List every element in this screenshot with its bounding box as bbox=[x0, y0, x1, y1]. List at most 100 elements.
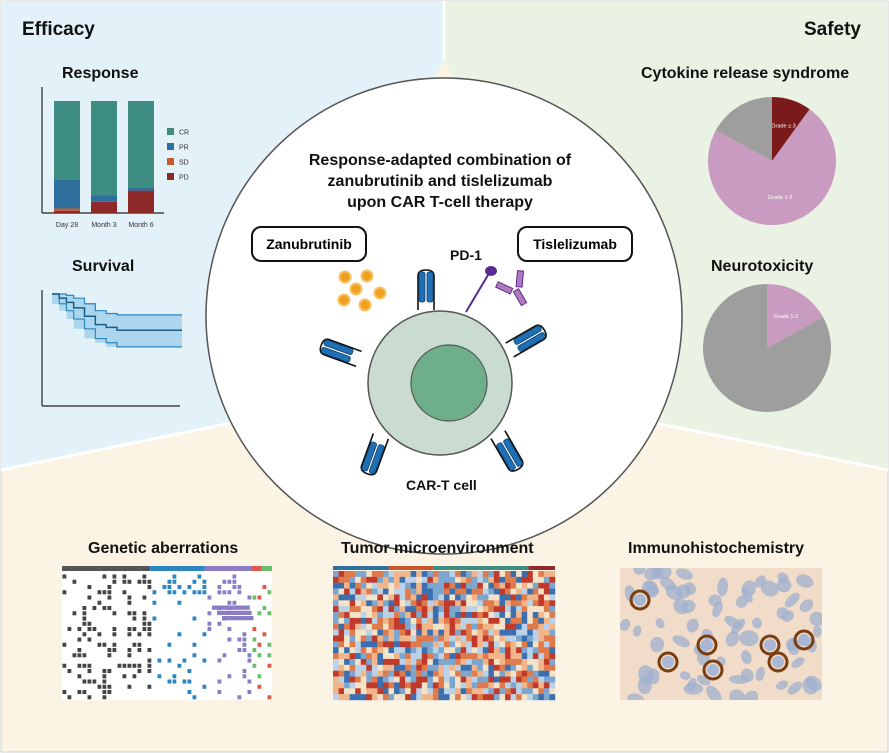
heatmap-cell bbox=[466, 682, 472, 689]
heatmap-cell bbox=[516, 617, 522, 624]
heatmap-cell bbox=[455, 658, 461, 666]
heatmap-cell bbox=[477, 653, 484, 660]
heatmap-cell bbox=[371, 664, 378, 671]
heatmap-cell bbox=[493, 694, 500, 701]
heatmap-cell bbox=[405, 664, 411, 671]
nucleus bbox=[796, 574, 814, 588]
heatmap-cell bbox=[427, 658, 434, 666]
heatmap-cell bbox=[499, 594, 506, 601]
center-title: Response-adapted combination of zanubrut… bbox=[275, 150, 605, 213]
heatmap-cell bbox=[399, 576, 406, 583]
heatmap-cell bbox=[444, 647, 450, 654]
heatmap-cell bbox=[355, 623, 361, 630]
heatmap-cell bbox=[333, 588, 339, 595]
heatmap-cell bbox=[410, 653, 417, 660]
nucleus bbox=[813, 625, 822, 638]
heatmap-cell bbox=[455, 629, 461, 636]
heatmap-cell bbox=[333, 612, 339, 619]
heatmap-cell bbox=[532, 594, 539, 601]
heatmap-cell bbox=[388, 647, 395, 654]
heatmap-cell bbox=[505, 694, 511, 701]
heatmap-cell bbox=[549, 688, 556, 695]
heatmap-cell bbox=[460, 606, 467, 613]
mutation-cell bbox=[202, 585, 207, 590]
heatmap-cell bbox=[477, 617, 484, 624]
heatmap-cell bbox=[460, 571, 467, 578]
mutation-cell bbox=[232, 579, 237, 584]
heatmap-cell bbox=[349, 682, 356, 689]
annotation-segment bbox=[251, 566, 262, 571]
heatmap-cell bbox=[543, 629, 550, 636]
heatmap-cell bbox=[394, 594, 400, 601]
heatmap-cell bbox=[349, 588, 356, 595]
heatmap-cell bbox=[382, 635, 389, 642]
heatmap-cell bbox=[438, 588, 445, 595]
heatmap-cell bbox=[344, 582, 350, 589]
heatmap-cell bbox=[377, 658, 384, 666]
mutation-cell bbox=[102, 590, 107, 595]
heatmap-cell bbox=[355, 647, 361, 654]
heatmap-cell bbox=[549, 576, 556, 583]
heatmap-cell bbox=[377, 623, 384, 630]
car-domain bbox=[517, 332, 546, 352]
heatmap-cell bbox=[399, 647, 406, 654]
heatmap-cell bbox=[538, 571, 545, 578]
heatmap-cell bbox=[410, 694, 417, 701]
heatmap-cell bbox=[471, 612, 478, 619]
heatmap-cell bbox=[477, 676, 484, 683]
heatmap-cell bbox=[399, 617, 406, 624]
heatmap-cell bbox=[432, 641, 439, 648]
heatmap-cell bbox=[532, 664, 539, 671]
heatmap-cell bbox=[444, 676, 450, 683]
heatmap-cell bbox=[444, 694, 450, 701]
heatmap-cell bbox=[405, 676, 411, 683]
heatmap-cell bbox=[349, 576, 356, 583]
heatmap-cell bbox=[505, 617, 511, 624]
mutation-cell bbox=[207, 621, 212, 626]
nucleus bbox=[683, 682, 704, 695]
mutation-cell bbox=[172, 579, 177, 584]
heatmap-cell bbox=[471, 664, 478, 671]
heatmap-cell bbox=[355, 682, 361, 689]
heatmap-cell bbox=[355, 594, 361, 601]
heatmap-cell bbox=[538, 676, 545, 683]
mutation-cell bbox=[237, 585, 242, 590]
mutation-cell bbox=[172, 590, 177, 595]
heatmap-cell bbox=[333, 582, 339, 589]
heatmap-cell bbox=[538, 588, 545, 595]
heatmap-cell bbox=[455, 600, 461, 607]
heatmap-cell bbox=[344, 653, 350, 660]
heatmap-cell bbox=[405, 635, 411, 642]
heatmap-cell bbox=[371, 635, 378, 642]
zanubrutinib-label: Zanubrutinib bbox=[251, 226, 367, 262]
stained-cell bbox=[657, 651, 679, 673]
heatmap-cell bbox=[410, 647, 417, 654]
mutation-cell bbox=[137, 648, 142, 653]
heatmap-cell bbox=[416, 641, 422, 648]
heatmap-cell bbox=[421, 688, 428, 695]
tislelizumab-antibody bbox=[495, 270, 528, 307]
heatmap-cell bbox=[543, 612, 550, 619]
heatmap-cell bbox=[432, 576, 439, 583]
heatmap-cell bbox=[488, 653, 495, 660]
heatmap-cell bbox=[527, 582, 533, 589]
heatmap-cell bbox=[371, 588, 378, 595]
heatmap-cell bbox=[471, 582, 478, 589]
heatmap-cell bbox=[333, 623, 339, 630]
heatmap-cell bbox=[505, 676, 511, 683]
heatmap-cell bbox=[510, 606, 517, 613]
car-domain bbox=[513, 325, 542, 345]
heatmap-cell bbox=[455, 694, 461, 701]
heatmap-cell bbox=[543, 682, 550, 689]
heatmap-cell bbox=[382, 617, 389, 624]
heatmap-cell bbox=[482, 664, 489, 671]
mutation-cell bbox=[112, 632, 117, 637]
heatmap-cell bbox=[360, 576, 367, 583]
heatmap-cell bbox=[449, 641, 456, 648]
mutation-cell bbox=[147, 579, 152, 584]
heatmap-cell bbox=[549, 676, 556, 683]
mutation-cell bbox=[67, 669, 72, 674]
heatmap-cell bbox=[510, 612, 517, 619]
nucleus bbox=[805, 675, 822, 692]
heatmap-cell bbox=[338, 617, 345, 624]
